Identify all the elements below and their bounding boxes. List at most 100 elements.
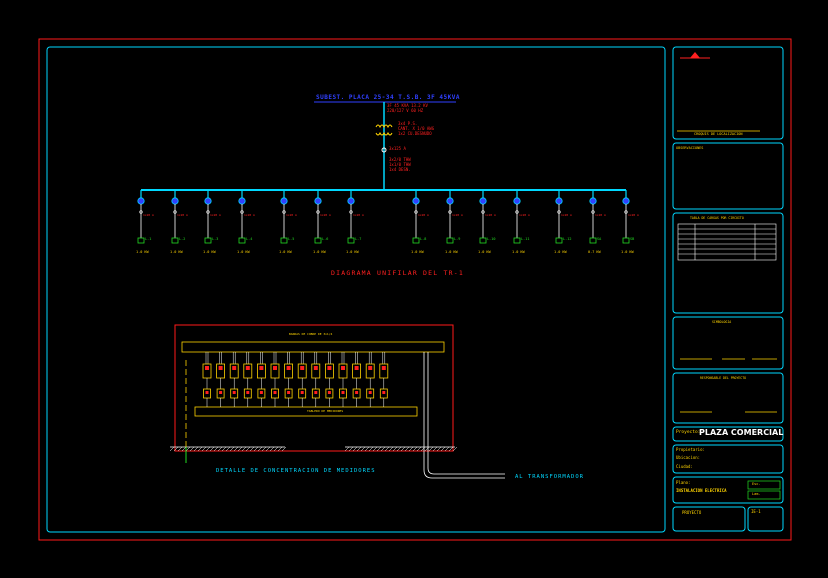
breaker-rating: 1x20 A: [143, 213, 154, 217]
meter-breaker-icon: [300, 391, 304, 394]
circuit-id: L-1: [145, 237, 152, 241]
transformer-spec-1: 3x4 P.S.: [398, 121, 418, 126]
tb-owner-label: Propietario:: [676, 447, 705, 452]
tb-symbology-panel: [672, 316, 784, 370]
circuit-id: SB: [630, 237, 635, 241]
bus-spec-3: 1x4 DESN.: [389, 167, 411, 172]
tb-ciudad-label: Ciudad:: [676, 464, 693, 469]
circuit-id: L-9: [454, 237, 461, 241]
breaker-rating: 1x20 A: [244, 213, 255, 217]
meter-icon: [622, 197, 630, 205]
diagram-header: SUBEST. PLACA 25-34 T.S.B. 3F 45KVA: [316, 94, 460, 101]
circuit-id: L-3: [212, 237, 219, 241]
meter-breaker-icon: [368, 391, 372, 394]
meter-dial-icon: [286, 366, 291, 370]
load-icon: [347, 237, 355, 244]
tb-location-label: CROQUIS DE LOCALIZACION: [694, 132, 743, 136]
meter-icon: [347, 197, 355, 205]
breaker-rating: 1x20 A: [353, 213, 364, 217]
circuit-id: L-2: [179, 237, 186, 241]
transformer-note-2: 220/127 V 60 HZ: [387, 108, 424, 113]
circuit-load: 1.0 KW: [346, 250, 359, 254]
tb-project-label: Proyecto:: [676, 430, 701, 435]
circuit-load: 1.0 KW: [279, 250, 292, 254]
drawing-area-frame: [46, 46, 666, 533]
meter-icon: [479, 197, 487, 205]
meter-dial-icon: [300, 366, 305, 370]
tb-plano-label: Plano:: [676, 480, 691, 485]
tb-table-label: TABLA DE CARGAS POR CIRCUITO: [690, 216, 744, 220]
circuit-id: L-7: [355, 237, 362, 241]
breaker-rating: 1x20 A: [177, 213, 188, 217]
breaker-rating: 1x20 A: [418, 213, 429, 217]
breaker-icon: [349, 210, 353, 214]
tb-proyecto-panel: [672, 506, 746, 532]
tb-observations-panel: [672, 142, 784, 210]
main-breaker-label: 3x125 A: [389, 146, 406, 151]
meter-breaker-icon: [382, 391, 386, 394]
meter-icon: [280, 197, 288, 205]
breaker-rating: 1x20 A: [485, 213, 496, 217]
meter-icon: [589, 197, 597, 205]
load-icon: [412, 237, 420, 244]
load-icon: [622, 237, 630, 244]
breaker-rating: 1x20 A: [286, 213, 297, 217]
circuit-id: SA: [597, 237, 602, 241]
bus-spec-1: 3x2/0 THW: [389, 157, 411, 162]
meter-breaker-icon: [355, 391, 359, 394]
load-icon: [513, 237, 521, 244]
load-icon: [280, 237, 288, 244]
breaker-icon: [173, 210, 177, 214]
circuit-load: 1.0 KW: [136, 250, 149, 254]
transformer-note: AL TRANSFORMADOR: [515, 474, 584, 480]
load-icon: [314, 237, 322, 244]
tb-sheet-label: IE-1: [751, 509, 761, 514]
load-icon: [204, 237, 212, 244]
breaker-rating: 1x20 A: [452, 213, 463, 217]
meter-breaker-icon: [287, 391, 291, 394]
tb-plano-name: INSTALACION ELECTRICA: [676, 488, 727, 493]
tb-location-panel: [672, 46, 784, 140]
north-arrow-icon: [680, 52, 710, 59]
tb-plano-panel: [672, 476, 784, 504]
outer-frame: [38, 38, 792, 541]
breaker-icon: [206, 210, 210, 214]
meter-breaker-icon: [314, 391, 318, 394]
tb-lamina-label: Lam.: [752, 492, 761, 496]
meter-icon: [513, 197, 521, 205]
load-icon: [137, 237, 145, 244]
load-icon: [479, 237, 487, 244]
meter-detail-frame: [174, 324, 454, 452]
breaker-icon: [282, 210, 286, 214]
meter-icon: [555, 197, 563, 205]
conduit-to-transformer: [423, 352, 505, 479]
load-icon: [238, 237, 246, 244]
diagram-title: DIAGRAMA UNIFILAR DEL TR-1: [331, 269, 464, 277]
breaker-icon: [448, 210, 452, 214]
meter-breaker-icon: [273, 391, 277, 394]
circuit-id: L-6: [322, 237, 329, 241]
meter-dial-icon: [273, 366, 277, 370]
tb-symbology-label: SIMBOLOGIA: [712, 320, 732, 324]
circuit-load: 1.0 KW: [237, 250, 250, 254]
meter-top-label: BARRAS DE COBRE DE 3x1/4: [289, 332, 333, 336]
meter-bottom-label: TABLERO DE MEDIDORES: [307, 409, 344, 413]
tb-table-panel: [672, 212, 784, 314]
meter-dial-icon: [354, 366, 359, 370]
tb-signature-panel: [672, 372, 784, 424]
circuit-id: L-10: [487, 237, 496, 241]
load-icon: [589, 237, 597, 244]
circuit-load: 1.0 KW: [621, 250, 634, 254]
meter-icon: [238, 197, 246, 205]
meter-dial-icon: [313, 366, 318, 370]
breaker-icon: [481, 210, 485, 214]
meter-top-bus: [181, 341, 445, 353]
load-icon: [446, 237, 454, 244]
meter-breaker-icon: [219, 391, 223, 394]
breaker-icon: [591, 210, 595, 214]
circuit-id: L-8: [420, 237, 427, 241]
meter-icon: [137, 197, 145, 205]
circuit-load: 1.0 KW: [445, 250, 458, 254]
meter-icon: [412, 197, 420, 205]
